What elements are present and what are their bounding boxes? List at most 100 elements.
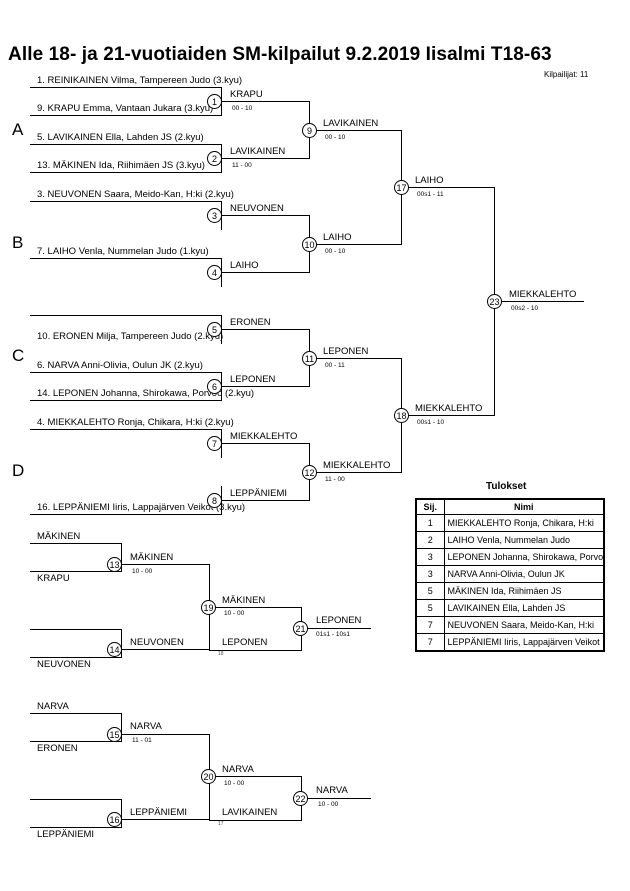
- bracket-line: [309, 472, 401, 473]
- bracket-line: [309, 130, 401, 131]
- result-name: LEPPÄNIEMI Iiris, Lappajärven Veikot: [443, 633, 605, 652]
- results-title: Tulokset: [486, 481, 527, 492]
- result-name: NEUVONEN Saara, Meido-Kan, H:ki: [443, 616, 605, 634]
- match-10-score: 00 - 10: [325, 248, 346, 255]
- entry-1: 1. REINIKAINEN Vilma, Tampereen Judo (3.…: [37, 75, 243, 86]
- match-number: 4: [207, 265, 222, 280]
- match-4-winner: LAIHO: [230, 260, 259, 271]
- match-18-winner: MIEKKALEHTO: [415, 403, 483, 414]
- match-12-winner: MIEKKALEHTO: [323, 460, 391, 471]
- bracket-line: [121, 734, 209, 735]
- result-place: 5: [415, 599, 445, 617]
- result-name: NARVA Anni-Olivia, Oulun JK: [443, 565, 605, 583]
- match-number: 10: [302, 237, 317, 252]
- bracket-line: [209, 776, 301, 777]
- bracket-line: [30, 629, 121, 630]
- bracket-line: [221, 215, 309, 216]
- entry-13: 13. MÄKINEN Ida, Riihimäen JS (3.kyu): [37, 160, 205, 171]
- entry-6: 6. NARVA Anni-Olivia, Oulun JK (2.kyu): [37, 360, 203, 371]
- bracket-line: [30, 115, 221, 116]
- result-name: LAVIKAINEN Ella, Lahden JS: [443, 599, 605, 617]
- rep2-top-name: NARVA: [37, 701, 69, 712]
- bracket-line: [121, 819, 209, 820]
- match-number: 1: [207, 94, 222, 109]
- match-number: 12: [302, 465, 317, 480]
- bracket-line: [121, 799, 122, 828]
- result-place: 3: [415, 548, 445, 566]
- match-1-winner: KRAPU: [230, 89, 263, 100]
- table-row: 1 MIEKKALEHTO Ronja, Chikara, H:ki: [415, 514, 605, 532]
- bracket-line: [221, 500, 309, 501]
- match-number: 18: [394, 408, 409, 423]
- bracket-line: [209, 650, 301, 651]
- match-number: 3: [207, 208, 222, 223]
- match-23-score: 00s2 - 10: [511, 305, 539, 312]
- rep1-top-name: MÄKINEN: [37, 531, 81, 542]
- results-header-name: Nimi: [443, 498, 605, 515]
- bracket-line: [30, 172, 221, 173]
- match-20-loser: LAVIKAINEN: [222, 807, 278, 818]
- match-number: 7: [207, 436, 222, 451]
- bracket-line: [30, 144, 221, 145]
- participant-count: Kilpailijat: 11: [544, 70, 589, 79]
- match-13-winner: MÄKINEN: [130, 552, 174, 563]
- result-name: MÄKINEN Ida, Riihimäen JS: [443, 582, 605, 600]
- match-2-score: 11 - 00: [232, 162, 252, 169]
- rep1-bottom-name: KRAPU: [37, 573, 70, 584]
- match-number: 11: [302, 351, 317, 366]
- result-place: 7: [415, 633, 445, 652]
- bracket-line: [30, 543, 121, 544]
- result-name: LAIHO Venla, Nummelan Judo: [443, 531, 605, 549]
- match-10-winner: LAIHO: [323, 232, 352, 243]
- match-21-winner: LEPONEN: [316, 615, 362, 626]
- match-11-score: 00 - 11: [325, 362, 345, 369]
- bracket-line: [30, 657, 121, 658]
- result-place: 7: [415, 616, 445, 634]
- match-1-score: 00 - 10: [232, 105, 253, 112]
- match-23-winner: MIEKKALEHTO: [509, 289, 577, 300]
- entry-3: 3. NEUVONEN Saara, Meido-Kan, H:ki (2.ky…: [37, 189, 234, 200]
- match-number: 22: [293, 791, 308, 806]
- pool-d-label: D: [12, 461, 25, 480]
- result-place: 2: [415, 531, 445, 549]
- table-row: 3 LEPONEN Johanna, Shirokawa, Porvoo: [415, 548, 605, 566]
- match-14-winner: NEUVONEN: [130, 637, 184, 648]
- entry-16: 16. LEPPÄNIEMI Iiris, Lappajärven Veikot…: [37, 502, 246, 513]
- bracket-line: [30, 429, 221, 430]
- bracket-line: [121, 649, 209, 650]
- loser-from-match: 18: [218, 651, 224, 657]
- match-20-winner: NARVA: [222, 764, 254, 775]
- entry-14: 14. LEPONEN Johanna, Shirokawa, Porvoo (…: [37, 388, 255, 399]
- bracket-line: [221, 101, 309, 102]
- match-21-score: 01s1 - 10s1: [316, 631, 350, 638]
- bracket-line: [30, 258, 221, 259]
- match-18-score: 00s1 - 10: [417, 419, 445, 426]
- result-place: 5: [415, 582, 445, 600]
- match-19-loser: LEPONEN: [222, 637, 268, 648]
- match-5-winner: ERONEN: [230, 317, 271, 328]
- rep2-bottom-name: ERONEN: [37, 743, 78, 754]
- match-number: 6: [207, 379, 222, 394]
- pool-c-label: C: [12, 346, 25, 365]
- match-19-winner: MÄKINEN: [222, 595, 266, 606]
- match-number: 15: [107, 727, 122, 742]
- match-3-winner: NEUVONEN: [230, 203, 284, 214]
- result-place: 1: [415, 514, 445, 532]
- match-number: 5: [207, 322, 222, 337]
- bracket-line: [30, 315, 221, 316]
- bracket-line: [30, 87, 221, 88]
- bracket-line: [121, 564, 209, 565]
- bracket-line: [494, 301, 584, 302]
- match-6-winner: LEPONEN: [230, 374, 276, 385]
- bracket-line: [301, 628, 371, 629]
- match-number: 14: [107, 642, 122, 657]
- bracket-line: [401, 415, 494, 416]
- match-9-winner: LAVIKAINEN: [323, 118, 379, 129]
- table-row: 3 NARVA Anni-Olivia, Oulun JK: [415, 565, 605, 583]
- match-number: 9: [302, 123, 317, 138]
- table-row: 5 LAVIKAINEN Ella, Lahden JS: [415, 599, 605, 617]
- match-number: 19: [201, 600, 216, 615]
- table-row: 7 LEPPÄNIEMI Iiris, Lappajärven Veikot: [415, 633, 605, 652]
- match-number: 8: [207, 493, 222, 508]
- bracket-line: [209, 607, 301, 608]
